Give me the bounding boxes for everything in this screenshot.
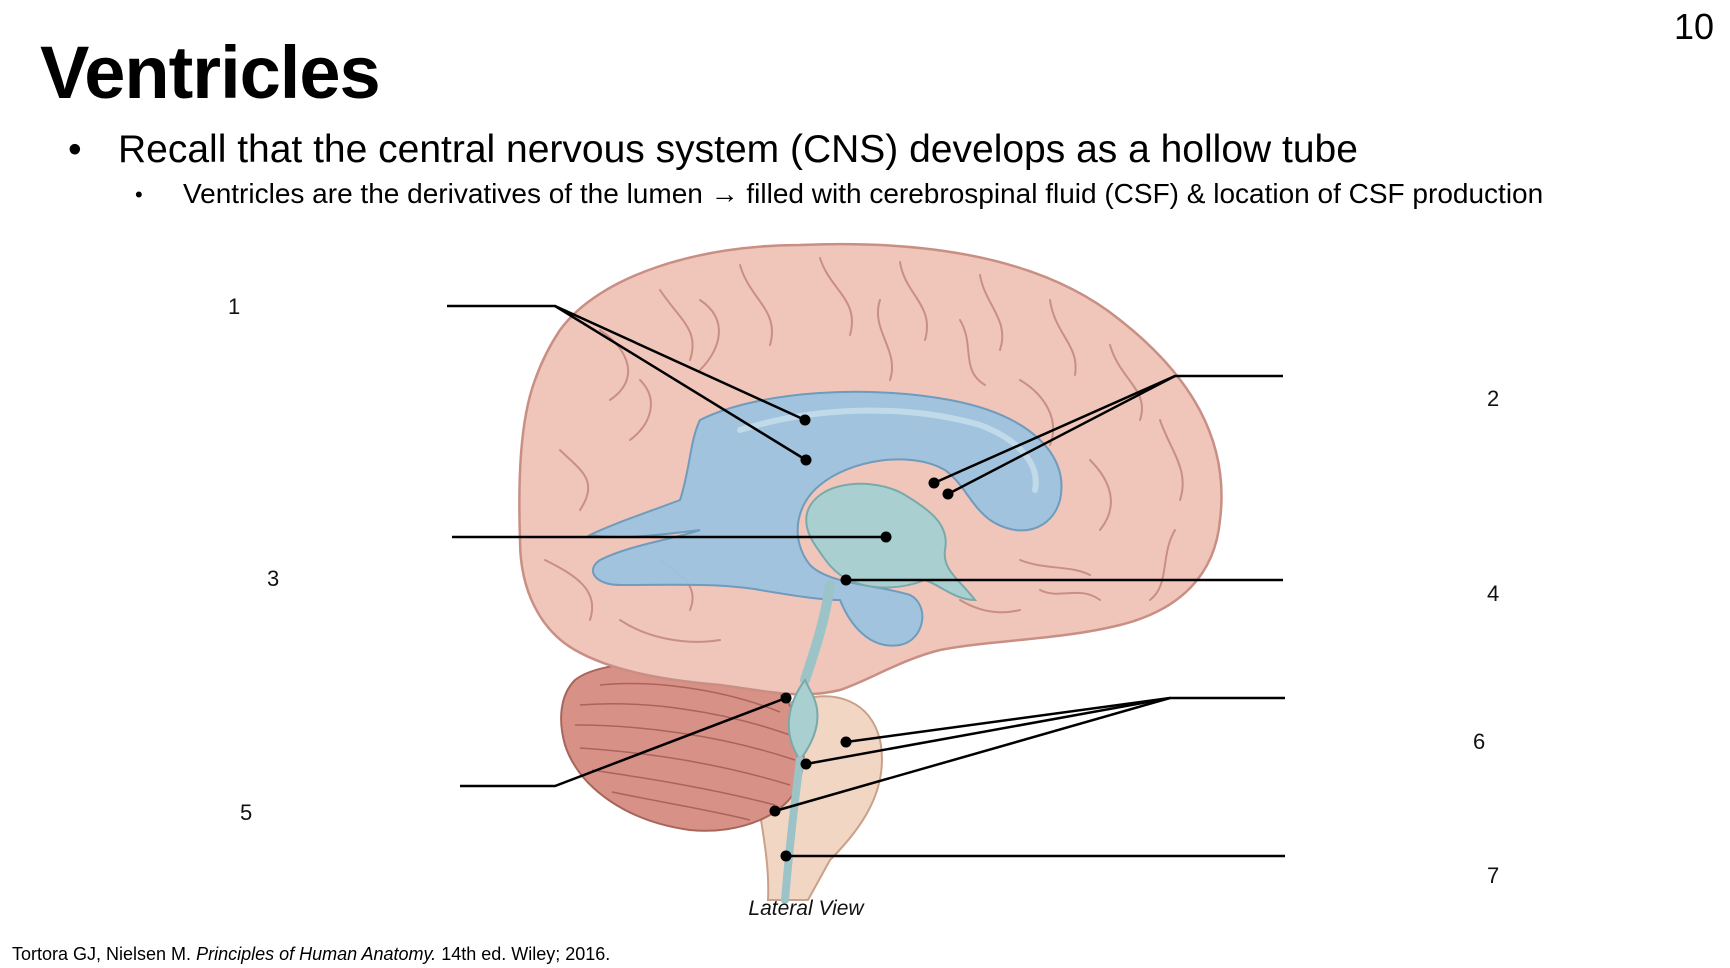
citation-authors: Tortora GJ, Nielsen M. <box>12 944 192 964</box>
bullet-dot-icon: • <box>68 128 82 171</box>
slide-title: Ventricles <box>40 31 381 114</box>
label-4: 4 <box>1487 581 1499 606</box>
bullet-level2-text: Ventricles are the derivatives of the lu… <box>183 178 1544 209</box>
label-7: 7 <box>1487 863 1499 888</box>
bullet-dot-icon: • <box>135 182 143 207</box>
diagram-caption: Lateral View <box>748 897 865 920</box>
cerebellum-folia <box>574 682 796 821</box>
citation-edition: 14th ed. Wiley; 2016. <box>441 944 611 964</box>
label-6: 6 <box>1473 729 1485 754</box>
central-canal <box>781 756 804 904</box>
leader-dots <box>769 414 954 862</box>
label-3: 3 <box>267 566 279 591</box>
label-1: 1 <box>228 294 240 319</box>
bullet-level1-text: Recall that the central nervous system (… <box>118 128 1358 171</box>
lateral-ventricle <box>586 390 1063 647</box>
citation: Tortora GJ, Nielsen M. Principles of Hum… <box>12 944 610 965</box>
cerebral-aqueduct <box>800 580 835 685</box>
label-2: 2 <box>1487 386 1499 411</box>
citation-book: Principles of Human Anatomy. <box>196 944 437 964</box>
leader-lines <box>447 304 1285 858</box>
third-ventricle <box>805 482 978 602</box>
gyri-sulci <box>544 257 1184 643</box>
label-5: 5 <box>240 800 252 825</box>
slide-number: 10 <box>1673 6 1714 47</box>
